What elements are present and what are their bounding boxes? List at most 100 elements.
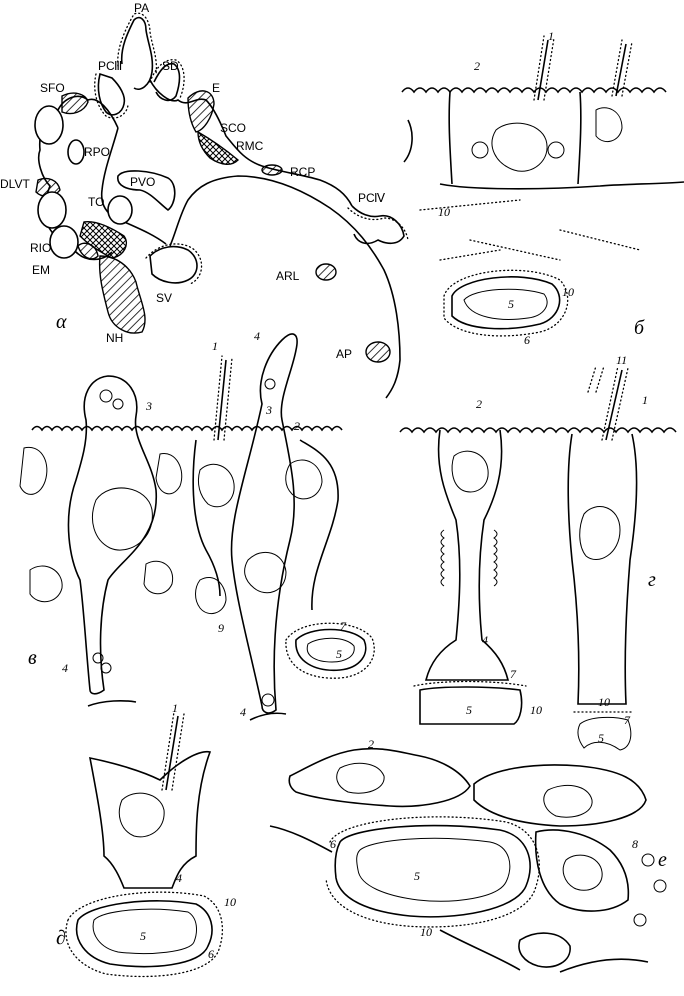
- cilium-v1: [217, 359, 227, 441]
- num-e-8: 8: [632, 837, 638, 851]
- num-d-5: 5: [140, 929, 146, 943]
- label-rio: RIO: [30, 241, 51, 255]
- cell-border-b2: [577, 91, 582, 185]
- capillary-lumen-e: [356, 837, 511, 902]
- nucleus-e3: [562, 854, 603, 891]
- nucleus-v4: [285, 459, 323, 500]
- cell-g-left: [424, 429, 510, 681]
- label-pvo: PVO: [130, 175, 155, 189]
- panel-g: 2 11 1 4 7 5 10 10 7 5 г: [399, 353, 677, 751]
- rio-organ: [49, 225, 79, 259]
- num-v-5: 5: [336, 647, 342, 661]
- label-pc4-num: Ⅳ: [374, 191, 385, 205]
- nucleus-v3: [244, 551, 287, 594]
- num-d-1: 1: [172, 701, 178, 715]
- num-d-6: 6: [208, 947, 214, 961]
- capillary-d: [75, 900, 213, 968]
- ventricle-roof: [149, 79, 353, 207]
- panel-letter-b: б: [634, 317, 645, 339]
- capillary-v: [295, 628, 367, 672]
- organelle-b2: [547, 141, 565, 159]
- vesicle-v2: [112, 398, 124, 410]
- vesicle-e3: [633, 913, 647, 927]
- label-rpo: RPO: [84, 145, 110, 159]
- vesicle-v1: [99, 389, 113, 403]
- label-sd: SD: [162, 59, 179, 73]
- basal-line-b: [439, 181, 684, 190]
- label-pc3: PC: [98, 59, 115, 73]
- process-e-left: [269, 825, 333, 853]
- nucleus-v2: [197, 463, 235, 508]
- cilium-d: [165, 715, 179, 791]
- num-v-2: 2: [294, 419, 300, 433]
- num-g-10: 10: [530, 703, 542, 717]
- apical-surface-b: [401, 87, 667, 94]
- num-b-10a: 10: [438, 205, 450, 219]
- nucleus-g1: [451, 450, 489, 493]
- capillary-lumen-b: [463, 288, 548, 320]
- panel-letter-g: г: [648, 569, 656, 591]
- cell-v9: [195, 577, 227, 615]
- vesicle-v5: [264, 378, 276, 390]
- num-b-6: 6: [524, 333, 530, 347]
- nucleus-e1: [336, 762, 385, 794]
- num-v-4b: 4: [62, 661, 68, 675]
- ap-organ: [365, 341, 391, 363]
- num-e-5: 5: [414, 869, 420, 883]
- num-e-2: 2: [368, 737, 374, 751]
- pvo-organ: [117, 170, 176, 212]
- sd-projection: [153, 62, 181, 102]
- nucleus-b2: [595, 107, 623, 143]
- panel-e: 2 6 5 10 8 e: [269, 737, 667, 973]
- panel-letter-v: в: [28, 647, 37, 669]
- capillary-lumen-v: [306, 637, 355, 663]
- num-b-10b: 10: [562, 285, 574, 299]
- num-v-3b: 3: [265, 403, 272, 417]
- sco-organ: [197, 130, 240, 165]
- nucleus-v1: [92, 487, 153, 551]
- label-arl: ARL: [276, 269, 300, 283]
- cilium-g: [605, 369, 623, 441]
- num-v-4c: 4: [240, 705, 246, 719]
- num-g-1: 1: [642, 393, 648, 407]
- num-v-9: 9: [218, 621, 224, 635]
- nh-organ: [98, 255, 146, 334]
- label-pc4: PC: [358, 191, 375, 205]
- vesicle-v3: [92, 652, 104, 664]
- label-e: E: [212, 81, 220, 95]
- num-g-5b: 5: [598, 731, 604, 745]
- label-sv: SV: [156, 291, 172, 305]
- num-b-2: 2: [474, 59, 480, 73]
- cell-v-small: [29, 565, 63, 603]
- cell-edge-b: [403, 119, 413, 163]
- num-d-10: 10: [224, 895, 236, 909]
- panel-letter-a: α: [56, 311, 67, 333]
- panel-a-scheme: PA PC Ⅲ SD SFO E RPO SCO RMC RCP PVO DLV…: [0, 1, 409, 399]
- panel-letter-e: e: [658, 849, 667, 871]
- cell-v-right: [299, 439, 339, 611]
- capillary-e: [334, 824, 531, 918]
- vesicle-v4: [100, 662, 112, 674]
- label-sco: SCO: [220, 121, 246, 135]
- apical-surface-g: [399, 427, 677, 434]
- cell-d: [88, 751, 212, 889]
- label-sfo: SFO: [40, 81, 65, 95]
- label-nh: NH: [106, 331, 123, 345]
- num-g-7b: 7: [624, 713, 631, 727]
- cell-v-small2: [143, 560, 174, 595]
- vesicle-v6: [261, 693, 275, 707]
- num-g-7: 7: [510, 667, 517, 681]
- recess-line: [100, 127, 167, 245]
- ventricle-floor: [169, 175, 401, 399]
- protruding-cell-v: [67, 375, 157, 695]
- e-ependyma: [187, 90, 215, 133]
- pa-projection: [120, 16, 154, 90]
- rpo-organ: [67, 139, 85, 165]
- capillary-lumen-d: [92, 908, 197, 954]
- num-v-1: 1: [212, 339, 218, 353]
- apical-surface-v: [31, 425, 343, 432]
- basal-lamina-v1: [87, 700, 137, 707]
- num-v-3a: 3: [145, 399, 152, 413]
- num-e-10: 10: [420, 925, 432, 939]
